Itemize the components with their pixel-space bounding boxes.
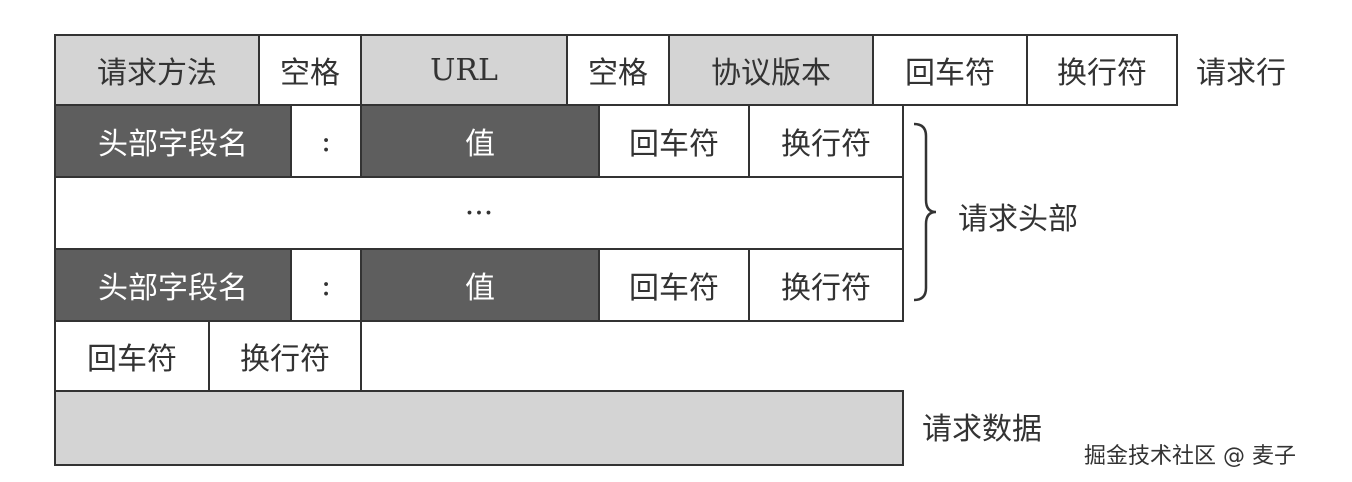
carriage-return-cell: 回车符 [598,104,750,178]
carriage-return-cell: 回车符 [54,320,210,392]
line-feed-cell: 换行符 [1026,34,1178,106]
request-method-cell: 请求方法 [54,34,260,106]
line-feed-cell: 换行符 [208,320,362,392]
colon-cell: : [290,248,362,322]
colon-cell: : [290,104,362,178]
url-cell: URL [360,34,568,106]
ellipsis-row: ··· [54,176,904,250]
header-value-cell: 值 [360,104,600,178]
request-headers-label: 请求头部 [958,202,1078,237]
request-line-label: 请求行 [1196,56,1286,91]
request-body-cell [54,390,904,466]
headers-brace-icon [913,122,937,302]
space-cell: 空格 [258,34,362,106]
header-value-cell: 值 [360,248,600,322]
line-feed-cell: 换行符 [748,248,904,322]
space-cell-2: 空格 [566,34,670,106]
request-body-label: 请求数据 [922,412,1042,447]
carriage-return-cell: 回车符 [872,34,1028,106]
header-field-name-cell: 头部字段名 [54,104,292,178]
watermark: 掘金技术社区 @ 麦子 [1084,444,1296,469]
protocol-version-cell: 协议版本 [668,34,874,106]
carriage-return-cell: 回车符 [598,248,750,322]
header-field-name-cell: 头部字段名 [54,248,292,322]
line-feed-cell: 换行符 [748,104,904,178]
